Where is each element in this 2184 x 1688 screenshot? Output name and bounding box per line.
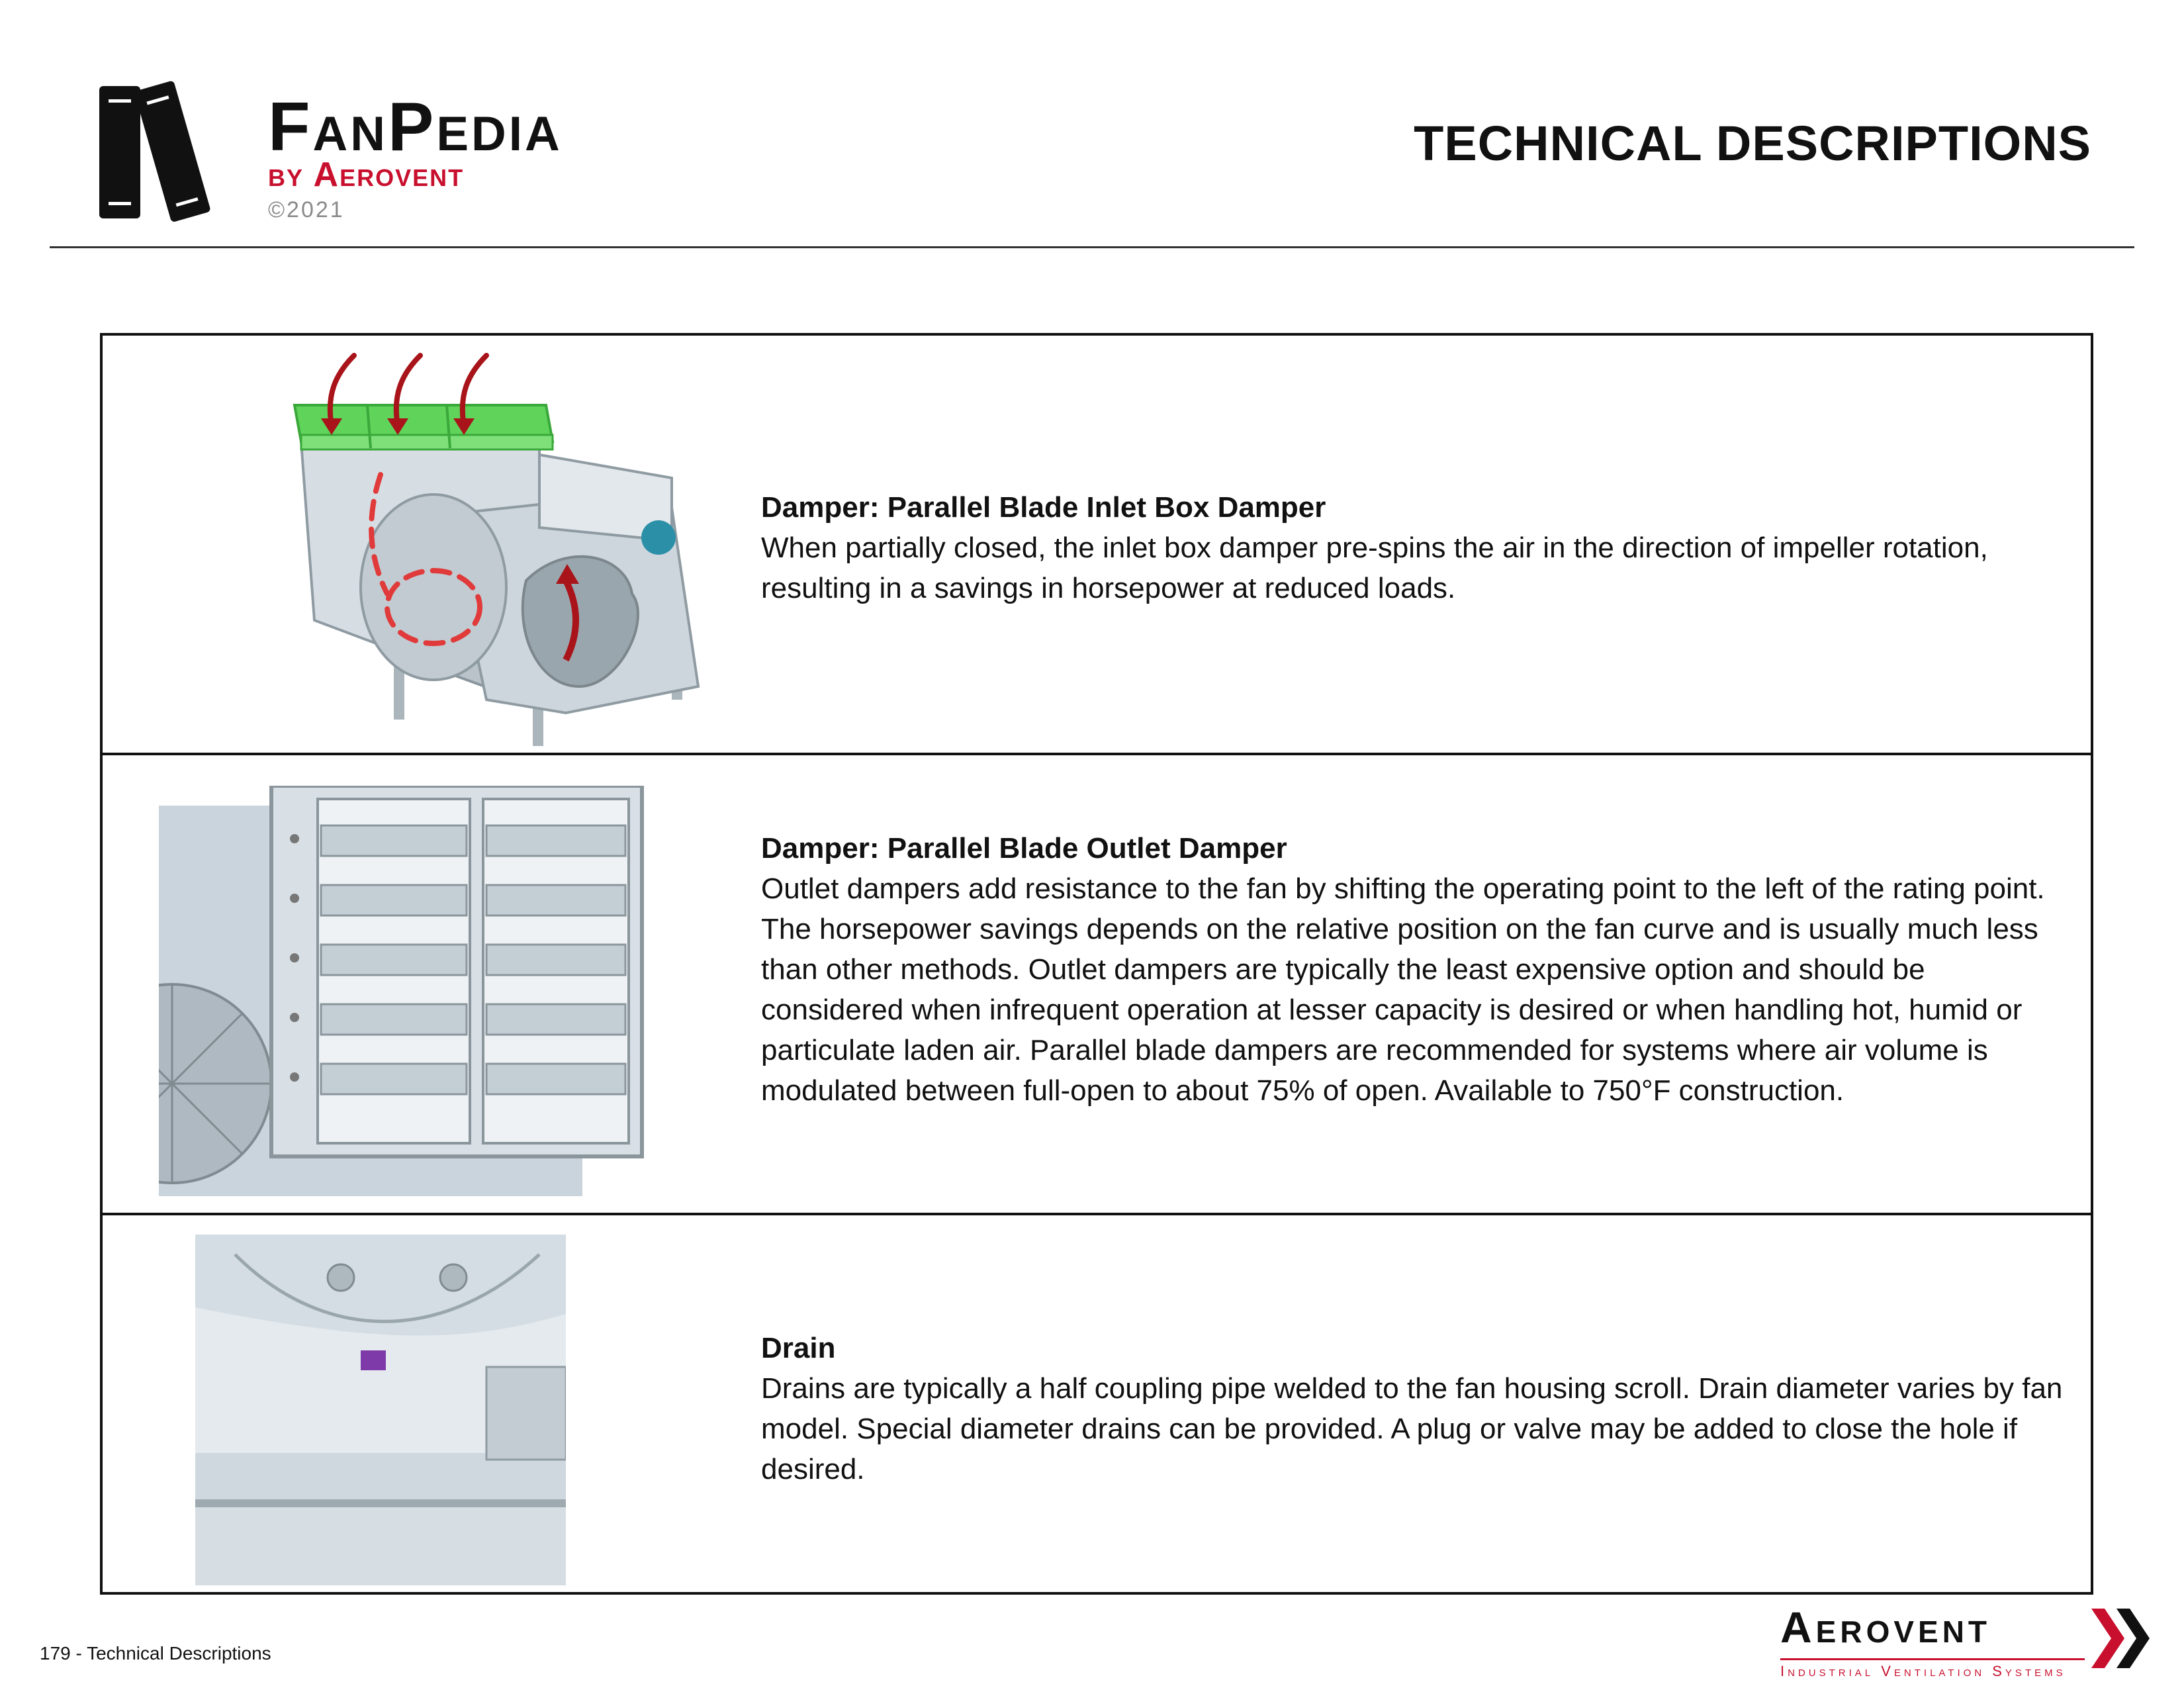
- company-name: Aerovent: [1780, 1603, 1991, 1652]
- entry-text: When partially closed, the inlet box dam…: [761, 532, 1988, 604]
- row-divider: [103, 753, 2091, 755]
- fanpedia-logo: FanPedia by Aerovent ©2021: [93, 73, 688, 232]
- entry-outlet-damper: Damper: Parallel Blade Outlet Damper Out…: [761, 829, 2071, 1111]
- drain-image: [195, 1235, 566, 1585]
- entry-drain: Drain Drains are typically a half coupli…: [761, 1329, 2071, 1489]
- entry-text: Outlet dampers add resistance to the fan…: [761, 872, 2045, 1107]
- descriptions-table: Damper: Parallel Blade Inlet Box Damper …: [100, 333, 2093, 1595]
- page-number-label: 179 - Technical Descriptions: [40, 1643, 271, 1664]
- entry-title: Damper: Parallel Blade Outlet Damper: [761, 832, 1287, 865]
- inlet-box-damper-image: [293, 353, 700, 746]
- entry-title: Damper: Parallel Blade Inlet Box Damper: [761, 491, 1326, 524]
- aerovent-logo: Aerovent Industrial Ventilation Systems: [1780, 1603, 2151, 1679]
- header-divider: [50, 246, 2134, 248]
- entry-title: Drain: [761, 1332, 836, 1364]
- brand-name: FanPedia: [268, 89, 563, 165]
- books-icon: [99, 81, 210, 222]
- page-title: TECHNICAL DESCRIPTIONS: [1414, 116, 2091, 171]
- chevron-right-icon: [2091, 1609, 2150, 1668]
- outlet-damper-image: [159, 786, 644, 1196]
- entry-inlet-box-damper: Damper: Parallel Blade Inlet Box Damper …: [761, 488, 2071, 608]
- copyright-text: ©2021: [268, 197, 345, 222]
- entry-text: Drains are typically a half coupling pip…: [761, 1372, 2063, 1485]
- company-tagline: Industrial Ventilation Systems: [1780, 1658, 2085, 1679]
- row-divider: [103, 1213, 2091, 1215]
- brand-byline: by Aerovent: [268, 156, 465, 194]
